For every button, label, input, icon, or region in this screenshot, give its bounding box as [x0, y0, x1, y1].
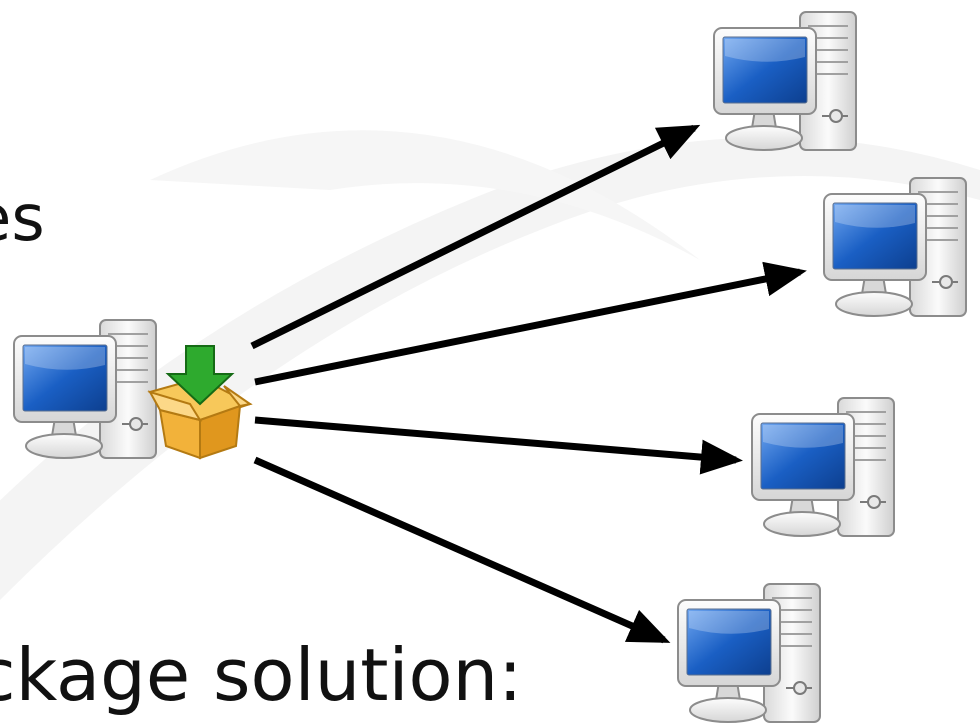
arrow-to-computer-4 — [253, 456, 671, 644]
arrow-to-computer-3 — [254, 416, 743, 475]
arrow-to-computer-2 — [254, 261, 807, 386]
distribution-arrows — [250, 124, 807, 644]
target-computer-icon-4 — [677, 583, 821, 723]
slide-text-top: es — [0, 182, 45, 256]
arrow-to-computer-1 — [250, 124, 701, 350]
target-computer-icon-3 — [751, 397, 895, 537]
target-computer-icon-2 — [823, 177, 967, 317]
package-download-icon — [147, 345, 253, 460]
slide-text-bottom: ckage solution: — [0, 633, 522, 717]
source-computer-icon — [13, 319, 157, 459]
target-computer-icon-1 — [713, 11, 857, 151]
